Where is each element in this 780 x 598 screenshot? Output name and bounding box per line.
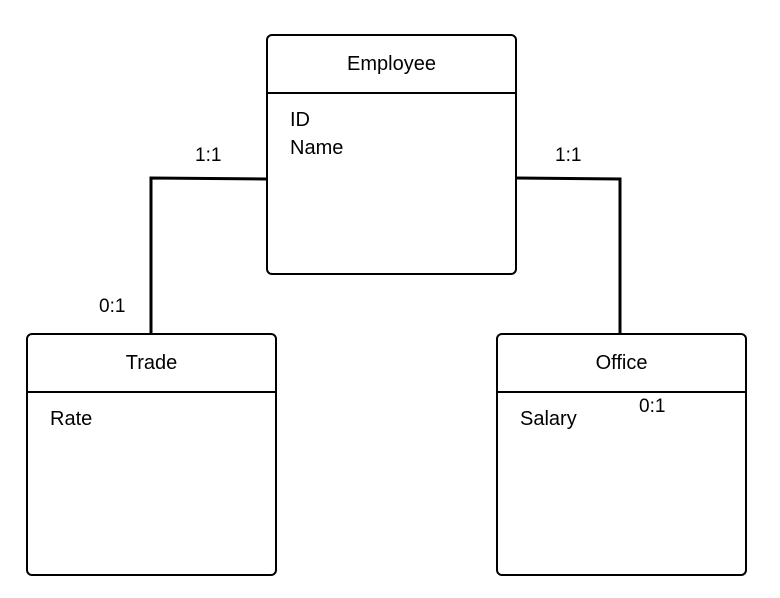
multiplicity-employee-trade: 1:1 bbox=[195, 145, 222, 166]
attribute-id: ID bbox=[290, 109, 310, 131]
entity-trade-attributes: Rate bbox=[50, 405, 92, 433]
attribute-salary: Salary bbox=[520, 408, 577, 430]
multiplicity-employee-office: 1:1 bbox=[555, 145, 582, 166]
entity-office-attributes: Salary bbox=[520, 405, 577, 433]
connector-employee-trade bbox=[149, 176, 267, 334]
connector-employee-office bbox=[515, 176, 622, 334]
entity-employee-title: Employee bbox=[268, 36, 515, 94]
multiplicity-trade: 0:1 bbox=[99, 296, 126, 317]
attribute-rate: Rate bbox=[50, 408, 93, 430]
entity-office[interactable]: Office Salary bbox=[496, 333, 747, 576]
entity-trade[interactable]: Trade Rate bbox=[26, 333, 277, 576]
entity-employee-attributes: ID Name bbox=[290, 106, 343, 162]
multiplicity-office: 0:1 bbox=[639, 396, 666, 417]
entity-trade-title: Trade bbox=[28, 335, 275, 393]
entity-employee[interactable]: Employee ID Name bbox=[266, 34, 517, 275]
attribute-name: Name bbox=[290, 137, 344, 159]
entity-office-title: Office bbox=[498, 335, 745, 393]
